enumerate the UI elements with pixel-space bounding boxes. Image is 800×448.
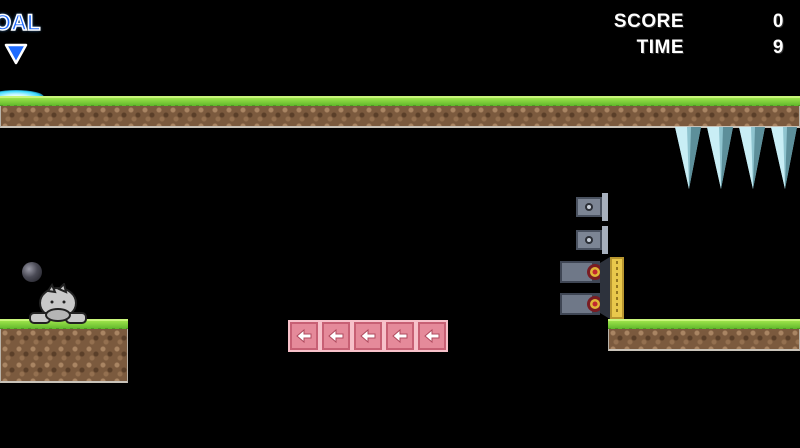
score-value: 0 xyxy=(772,11,784,32)
left-arrow-icon xyxy=(296,328,312,344)
time-label: TIME xyxy=(636,37,684,58)
dirt-block xyxy=(0,106,800,128)
conveyor-tile xyxy=(320,320,352,352)
down-triangle-icon xyxy=(4,43,28,65)
goal-label: OAL xyxy=(0,9,41,36)
left-arrow-icon xyxy=(328,328,344,344)
cannon-turret xyxy=(576,193,608,221)
cannon-launcher xyxy=(560,257,624,319)
icicle-spike xyxy=(675,127,701,189)
conveyor-tile xyxy=(384,320,416,352)
score-label: SCORE xyxy=(613,11,684,32)
conveyor-tile xyxy=(352,320,384,352)
icicle-spike xyxy=(707,127,733,189)
left-arrow-icon xyxy=(392,328,408,344)
ball xyxy=(22,262,42,282)
time-display: TIME 9 xyxy=(594,37,784,59)
grass-strip xyxy=(0,96,800,109)
conveyor-tile xyxy=(288,320,320,352)
grass-strip xyxy=(608,319,800,332)
cannon-turret xyxy=(576,226,608,254)
top-ground-platform xyxy=(0,96,800,128)
score-display: SCORE 0 xyxy=(594,11,784,33)
left-arrow-icon xyxy=(424,328,440,344)
dirt-block xyxy=(0,329,128,383)
icicle-spike xyxy=(739,127,765,189)
conveyor-belt xyxy=(288,320,448,352)
icicle-spike xyxy=(771,127,797,189)
left-arrow-icon xyxy=(360,328,376,344)
player-character[interactable] xyxy=(28,283,88,325)
conveyor-tile xyxy=(416,320,448,352)
time-value: 9 xyxy=(772,37,784,58)
dirt-block xyxy=(608,329,800,351)
right-ground-platform xyxy=(608,319,800,351)
left-ground-platform xyxy=(0,319,128,383)
